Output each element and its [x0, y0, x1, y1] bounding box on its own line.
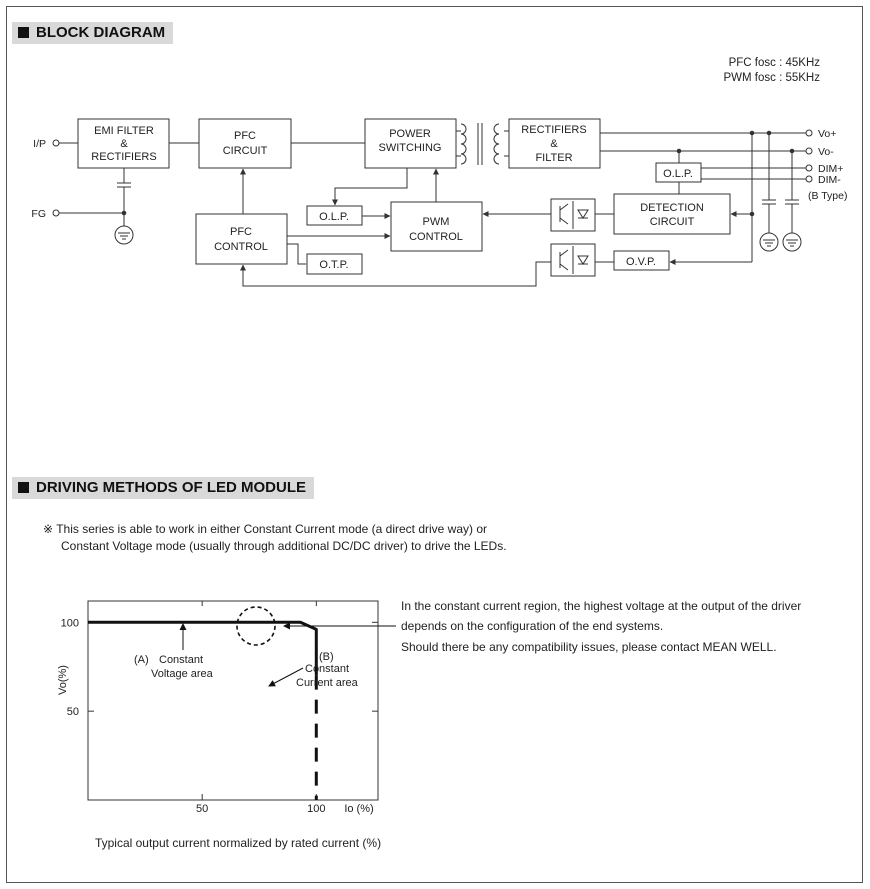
- rectifiers-filter-label: &: [550, 138, 558, 150]
- pfc-circuit-block: [198, 118, 292, 169]
- rectifiers-filter-label: FILTER: [535, 152, 572, 164]
- heading-square-icon: [18, 27, 29, 38]
- ip-label: I/P: [33, 138, 46, 150]
- pfc-control-block: [195, 213, 288, 265]
- right-note-line: Should there be any compatibility issues…: [401, 640, 777, 654]
- detection-circuit-label: DETECTION: [640, 202, 704, 214]
- fg-terminal: [52, 209, 60, 217]
- ovp-label: O.V.P.: [626, 256, 656, 268]
- page-frame: [6, 6, 863, 883]
- pfc-frequency-label: PFC fosc : 45KHz: [729, 57, 821, 69]
- otp-label: O.T.P.: [319, 259, 348, 271]
- vo-minus-label: Vo-: [818, 146, 834, 158]
- rectifiers-filter-label: RECTIFIERS: [521, 124, 586, 136]
- emi-filter-label: EMI FILTER: [94, 125, 154, 137]
- vo-plus-label: Vo+: [818, 128, 836, 140]
- emi-filter-label: RECTIFIERS: [91, 151, 156, 163]
- dim-plus-label: DIM+: [818, 163, 843, 175]
- block-diagram-heading-text: BLOCK DIAGRAM: [36, 24, 166, 41]
- power-switching-label: SWITCHING: [379, 142, 442, 154]
- driving-methods-heading: DRIVING METHODS OF LED MODULE: [12, 477, 314, 499]
- pwm-control-label: CONTROL: [409, 231, 463, 243]
- optocoupler-icon: [559, 246, 589, 274]
- transformer-icon: [460, 123, 500, 165]
- dim-minus-label: DIM-: [818, 174, 841, 186]
- ground-icon: [782, 232, 802, 252]
- pfc-circuit-label: CIRCUIT: [223, 145, 268, 157]
- pfc-circuit-label: PFC: [234, 130, 256, 142]
- dim-plus-terminal: [805, 164, 813, 172]
- rectifiers-filter-block: [508, 118, 601, 169]
- olp-secondary-label: O.L.P.: [663, 168, 693, 180]
- detection-circuit-block: [613, 193, 731, 235]
- note-line: This series is able to work in either Co…: [56, 522, 488, 536]
- note-line: Constant Voltage mode (usually through a…: [61, 539, 507, 553]
- otp-block: [306, 253, 363, 275]
- ground-icon: [759, 232, 779, 252]
- detection-circuit-label: CIRCUIT: [650, 216, 695, 228]
- pwm-frequency-label: PWM fosc : 55KHz: [724, 72, 821, 84]
- driving-methods-note: ※ This series is able to work in either …: [43, 521, 487, 538]
- pfc-control-label: CONTROL: [214, 241, 268, 253]
- optocoupler-2: [550, 243, 596, 277]
- b-type-label: (B Type): [808, 190, 848, 202]
- optocoupler-1: [550, 198, 596, 232]
- ip-terminal: [52, 139, 60, 147]
- pwm-control-label: PWM: [423, 216, 450, 228]
- olp-primary-label: O.L.P.: [319, 211, 349, 223]
- block-diagram-heading: BLOCK DIAGRAM: [12, 22, 174, 44]
- driving-methods-heading-text: DRIVING METHODS OF LED MODULE: [36, 479, 306, 496]
- right-note-line: depends on the configuration of the end …: [401, 619, 664, 633]
- optocoupler-icon: [559, 201, 589, 229]
- right-note-line: In the constant current region, the high…: [401, 599, 802, 613]
- vo-plus-terminal: [805, 129, 813, 137]
- pfc-control-label: PFC: [230, 226, 252, 238]
- reference-mark-icon: ※: [43, 522, 54, 536]
- power-switching-label: POWER: [389, 128, 431, 140]
- vo-minus-terminal: [805, 147, 813, 155]
- emi-filter-label: &: [120, 138, 128, 150]
- ground-icon: [114, 225, 134, 245]
- heading-square-icon: [18, 482, 29, 493]
- dim-minus-terminal: [805, 175, 813, 183]
- ovp-block: [613, 250, 670, 271]
- block-diagram: PFC fosc : 45KHz PWM fosc : 55KHz EMI FI…: [31, 57, 848, 287]
- fg-label: FG: [31, 208, 46, 220]
